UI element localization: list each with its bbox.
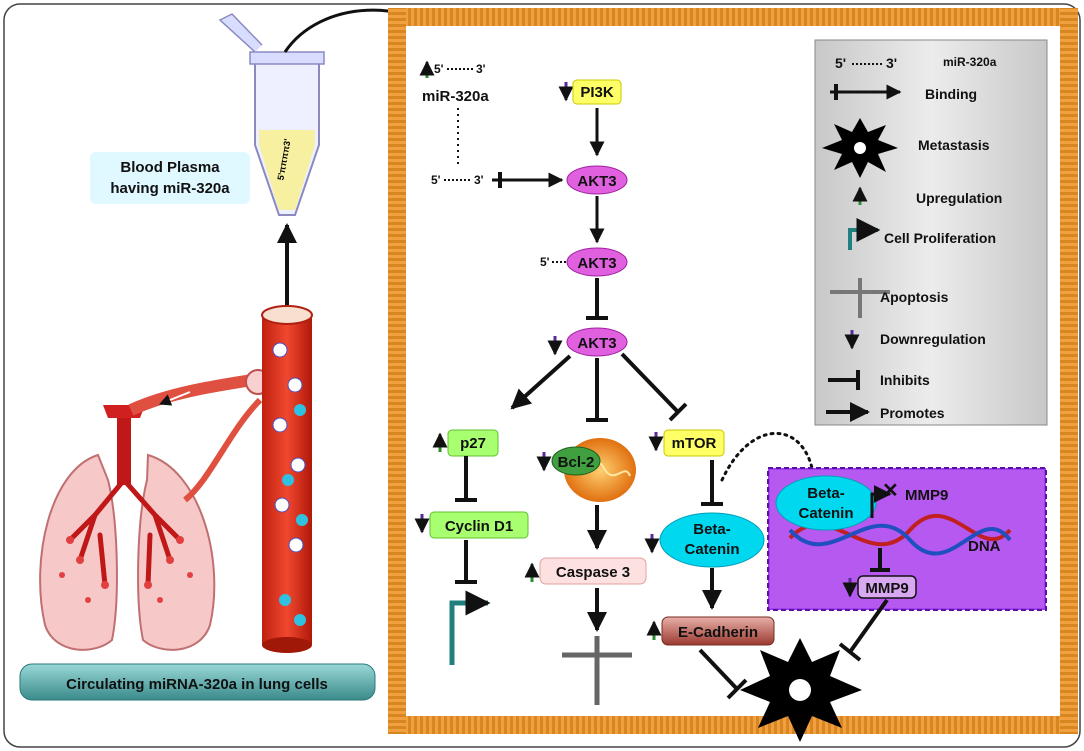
legend-panel: 5' 3' miR-320a Binding Metastasis Upregu… [814,39,1048,426]
mmp9-gene-arrow [870,485,892,518]
legend-proliferation-label: Cell Proliferation [884,230,996,246]
lungs-illustration [39,405,216,651]
blood-vessel-illustration [261,305,313,653]
plasma-label-line2: having miR-320a [110,180,230,197]
caspase-node [539,557,647,585]
nucleus-dna-label: DNA [968,538,1001,555]
caspase-label: Caspase 3 [556,564,630,581]
cyclin-node [429,511,529,539]
mtor-nucleus-dots [720,431,814,482]
proliferation-icon [449,590,491,665]
pi3k-node [572,79,622,105]
pi3k-label: PI3K [580,84,614,101]
mir-bind-five: 5' [431,173,441,187]
akt3-node-2 [566,247,628,277]
beta-label-line1: Beta- [693,521,731,538]
akt3-label-1: AKT3 [577,173,616,190]
circulating-label: Circulating miRNA-320a in lung cells [66,676,328,693]
mir-bind-three: 3' [474,173,484,187]
cyclin-label: Cyclin D1 [445,518,513,535]
legend-apoptosis-label: Apoptosis [880,289,949,305]
mmp9-gene-cross: ✕ [882,480,899,502]
circulating-label-box [19,663,376,701]
akt3-2-prefix: 5' [540,255,550,269]
beta-node [659,512,765,568]
legend-promotes-label: Promotes [880,405,945,421]
dna-strand-blue [788,523,1012,556]
akt3-label-3: AKT3 [577,335,616,352]
lung-vessel [183,397,263,503]
plasma-tube-illustration: 5'ππππ3' [218,13,325,216]
bcl2-label: Bcl-2 [558,454,595,471]
legend-mir-label: miR-320a [943,55,997,69]
ecad-inhibits-metastasis [698,648,740,692]
mir-top-label: miR-320a [422,88,489,105]
akt3-inhibits-mtor [620,352,680,414]
legend-mir-three: 3' [886,55,897,71]
akt3-node-1 [566,165,628,195]
vessel-flow-arrow [158,391,191,406]
akt3-to-p27-arrow [510,354,572,410]
nucleus-beta-line1: Beta- [807,485,845,502]
nucleus-beta-node [775,475,877,531]
legend-mir-five: 5' [835,55,846,71]
ecad-node [661,616,775,646]
p27-label: p27 [460,435,486,452]
akt3-label-2: AKT3 [577,255,616,272]
legend-binding-label: Binding [925,86,977,102]
akt3-node-3 [566,327,628,357]
mtor-label: mTOR [672,435,717,452]
mtor-node [663,429,725,457]
bcl2-node [551,446,601,476]
ecad-label: E-Cadherin [678,624,758,641]
apoptosis-icon [562,636,632,705]
legend-metastasis-label: Metastasis [918,137,990,153]
nucleus-mmp9-gene-label: MMP9 [905,487,948,504]
nucleus-mmp9-node [857,575,917,599]
mmp9-inhibits-metastasis [848,598,889,654]
p27-node [447,429,499,457]
plasma-label-box [90,152,250,204]
nucleus-beta-line2: Catenin [798,505,853,522]
nucleus-mmp9-label: MMP9 [865,580,908,597]
beta-label-line2: Catenin [684,541,739,558]
legend-inhibits-label: Inhibits [880,372,930,388]
mir-top-five: 5' [434,62,444,76]
legend-up-label: Upregulation [916,190,1002,206]
plasma-label-line1: Blood Plasma [120,159,220,176]
legend-proliferation-icon [848,218,881,250]
legend-down-label: Downregulation [880,331,986,347]
mir-top-three: 3' [476,62,486,76]
